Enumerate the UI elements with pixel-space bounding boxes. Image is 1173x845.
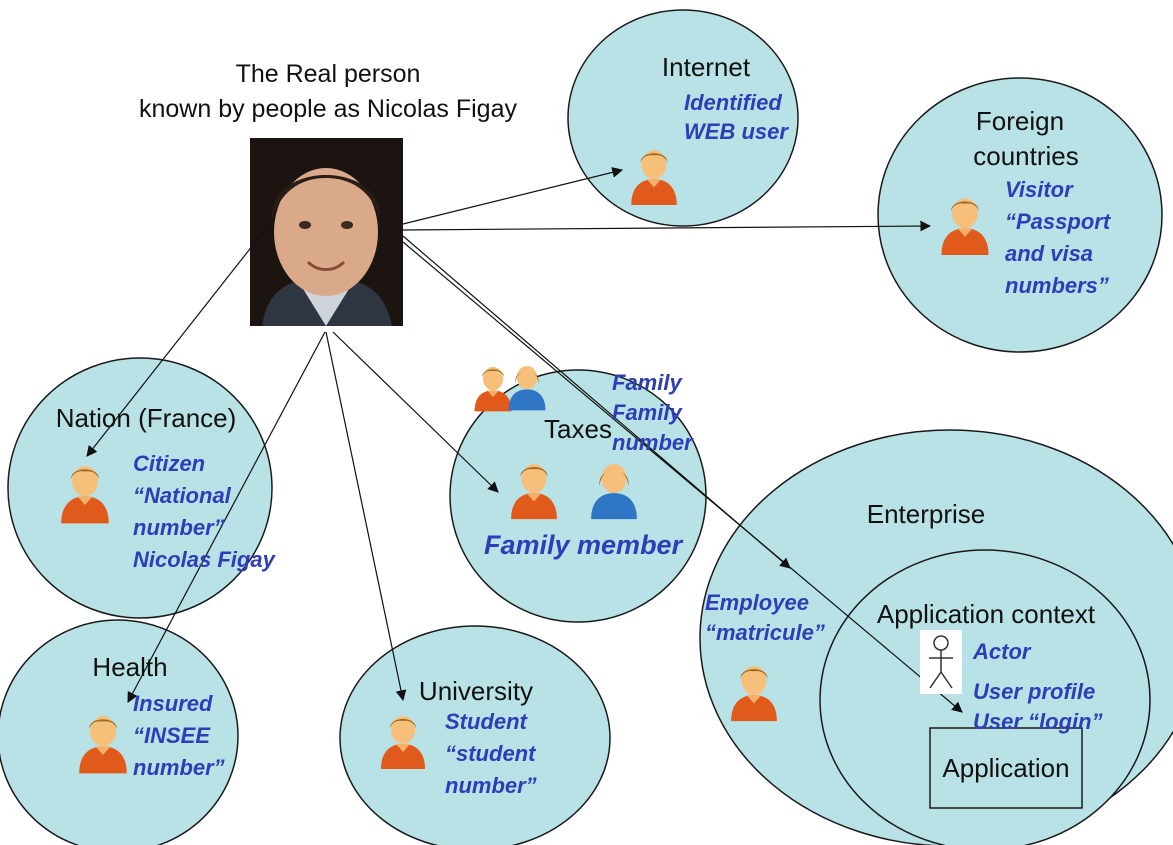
taxes-role-line-3: number xyxy=(612,430,694,455)
user-profile-label: User profile xyxy=(973,679,1095,704)
nation-role-line-4: Nicolas Figay xyxy=(133,547,277,572)
health-role-line-1: Insured xyxy=(133,691,213,716)
foreign-countries-circle xyxy=(877,77,1163,353)
nation-role-line-3: number” xyxy=(133,515,225,540)
arrow-to-university xyxy=(325,331,407,702)
connector-arrows xyxy=(86,167,963,713)
nation-title: Nation (France) xyxy=(56,403,237,433)
foreign-role-line-2: “Passport xyxy=(1005,209,1112,234)
arrow-to-nation xyxy=(86,216,276,457)
university-role-line-1: Student xyxy=(445,709,529,734)
foreign-role-line-4: numbers” xyxy=(1005,273,1109,298)
enterprise-role-line-1: Employee xyxy=(705,590,809,615)
university-circle xyxy=(339,625,611,845)
arrow-to-taxes xyxy=(332,331,499,493)
arrow-to-internet xyxy=(402,167,624,225)
internet-title: Internet xyxy=(662,52,751,82)
foreign-title-line-2: countries xyxy=(973,141,1079,171)
user-login-label: User “login” xyxy=(973,709,1103,734)
foreign-title-line-1: Foreign xyxy=(976,106,1064,136)
application-context-circle xyxy=(819,549,1151,845)
nation-role-line-1: Citizen xyxy=(133,451,205,476)
university-title: University xyxy=(419,676,533,706)
health-circle xyxy=(0,619,239,845)
health-role-line-2: “INSEE xyxy=(133,723,211,748)
taxes-family-member: Family member xyxy=(484,530,684,560)
health-title: Health xyxy=(92,652,167,682)
nation-circle xyxy=(7,357,273,619)
family-group-icon-adult xyxy=(474,366,512,412)
university-role-line-3: number” xyxy=(445,773,537,798)
header-line-2: known by people as Nicolas Figay xyxy=(139,95,517,123)
taxes-role-line-1: Family xyxy=(612,370,683,395)
header-line-1: The Real person xyxy=(236,60,421,88)
application-box xyxy=(929,727,1083,809)
nation-role-line-2: “National xyxy=(133,483,232,508)
arrow-to-foreign xyxy=(402,220,932,232)
internet-role-line-2: WEB user xyxy=(684,119,789,144)
application-context-title: Application context xyxy=(877,599,1096,629)
foreign-role-line-3: and visa xyxy=(1005,241,1093,266)
actor-label: Actor xyxy=(972,639,1032,664)
university-role-line-2: “student xyxy=(445,741,537,766)
enterprise-title: Enterprise xyxy=(867,499,986,529)
health-role-line-3: number” xyxy=(133,755,225,780)
portrait-photo xyxy=(250,138,403,326)
foreign-role-line-1: Visitor xyxy=(1005,177,1074,202)
internet-role-line-1: Identified xyxy=(684,90,782,115)
taxes-role-line-2: Family xyxy=(612,400,683,425)
application-label: Application xyxy=(942,753,1069,783)
arrow-to-application-context xyxy=(402,241,963,713)
enterprise-role-line-2: “matricule” xyxy=(705,620,825,645)
taxes-title: Taxes xyxy=(544,414,612,444)
actor-icon xyxy=(920,630,962,694)
internet-circle xyxy=(567,9,799,227)
arrow-to-health xyxy=(127,331,326,703)
